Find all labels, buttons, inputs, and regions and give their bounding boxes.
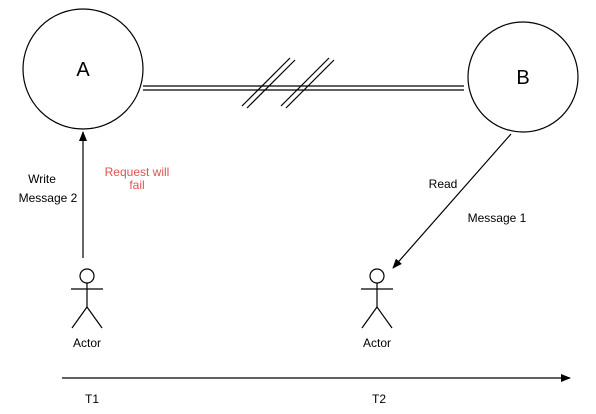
node-b-circle xyxy=(467,21,579,133)
actor-right: Actor xyxy=(361,268,393,350)
actor-left-label: Actor xyxy=(73,336,101,350)
timeline-label-t1: T1 xyxy=(85,392,99,406)
actor-right-head xyxy=(369,268,385,284)
message-2-label: Message 2 xyxy=(19,191,78,205)
node-b: B xyxy=(467,21,579,133)
timeline-label-t2: T2 xyxy=(372,392,386,406)
request-fail-label-line2: fail xyxy=(129,178,144,192)
read-label: Read xyxy=(429,177,458,191)
actor-left-leg-right xyxy=(86,306,103,329)
break-mark-2b xyxy=(285,59,335,109)
actor-right-label: Actor xyxy=(363,336,391,350)
node-a-circle xyxy=(22,8,144,130)
read-arrow xyxy=(392,133,512,269)
request-fail-label-line1: Request will xyxy=(105,165,170,179)
node-a: A xyxy=(22,8,144,130)
actor-left-leg-left xyxy=(71,306,88,329)
actor-right-leg-left xyxy=(361,306,378,329)
actor-left-head xyxy=(79,268,95,284)
write-label: Write xyxy=(28,172,56,186)
partitioned-link xyxy=(143,57,464,109)
node-b-label: B xyxy=(516,67,529,89)
actor-right-leg-right xyxy=(376,306,393,329)
message-1-label: Message 1 xyxy=(468,211,527,225)
timeline: T1 T2 xyxy=(62,374,571,406)
node-a-label: A xyxy=(76,59,90,81)
actor-left: Actor xyxy=(71,268,103,350)
break-mark-2a xyxy=(280,57,330,107)
break-mark-1b xyxy=(246,59,296,109)
break-mark-1a xyxy=(241,57,291,107)
